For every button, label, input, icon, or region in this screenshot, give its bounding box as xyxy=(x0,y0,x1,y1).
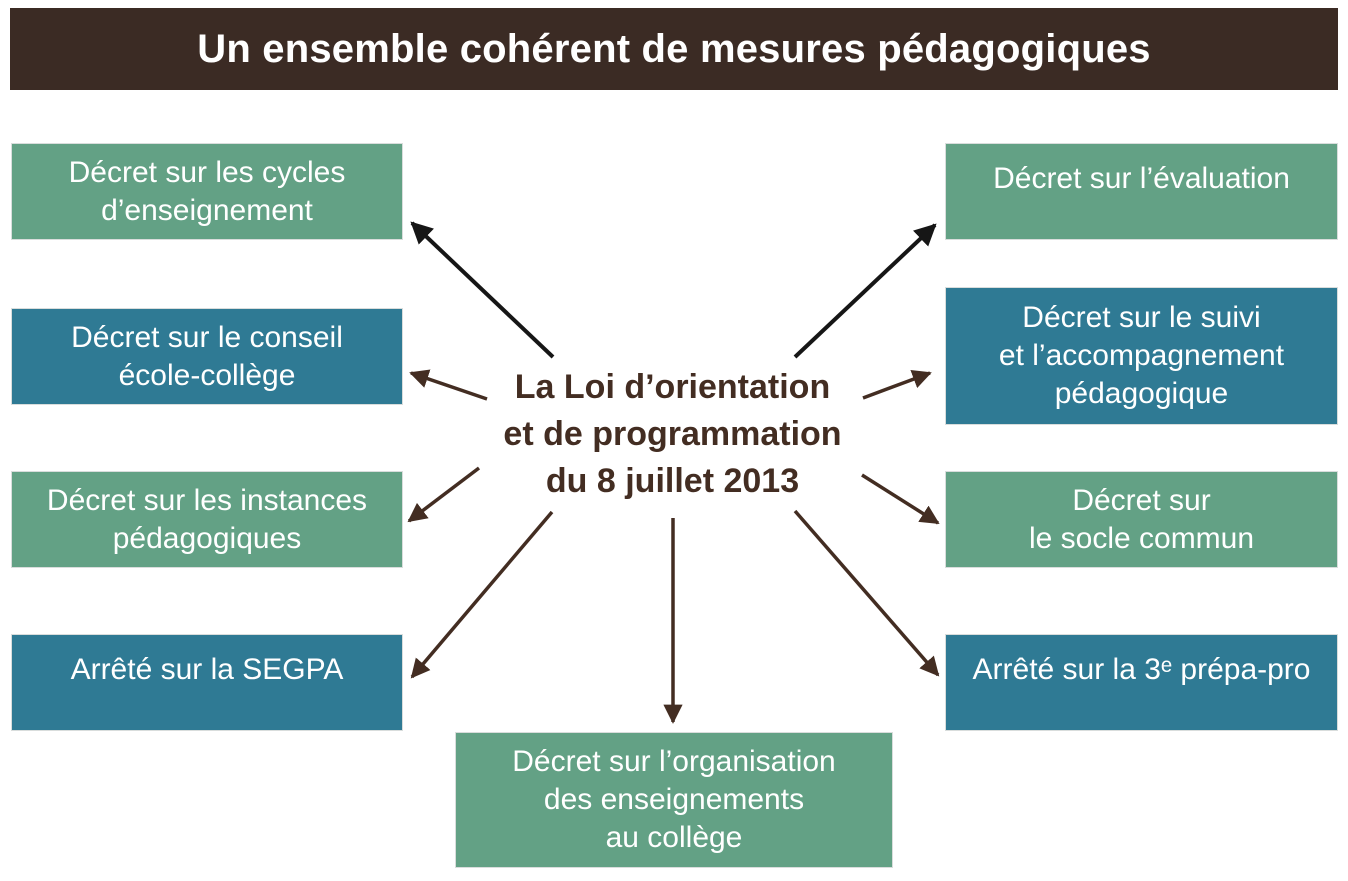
node-decret-instances-pedagogiques: Décret sur les instances pédagogiques xyxy=(11,471,403,568)
node-decret-cycles: Décret sur les cycles d’enseignement xyxy=(11,143,403,240)
node-decret-evaluation: Décret sur l’évaluation xyxy=(945,143,1338,240)
node-decret-conseil-ecole-college: Décret sur le conseil école-collège xyxy=(11,308,403,405)
arrow-to-conseil xyxy=(409,369,488,401)
arrow-to-evaluation xyxy=(793,223,937,359)
center-law-label: La Loi d’orientation et de programmation… xyxy=(503,368,842,500)
diagram-title: Un ensemble cohérent de mesures pédagogi… xyxy=(197,26,1151,71)
node-arrete-prepa-pro: Arrêté sur la 3ᵉ prépa-pro xyxy=(945,634,1338,731)
arrow-to-suivi xyxy=(862,370,932,400)
arrow-to-instances xyxy=(407,466,481,523)
arrow-to-cycles xyxy=(410,221,555,359)
node-decret-organisation-enseignements: Décret sur l’organisation des enseigneme… xyxy=(455,732,893,868)
arrow-to-segpa xyxy=(410,510,554,679)
node-arrete-segpa: Arrêté sur la SEGPA xyxy=(11,634,403,731)
node-decret-suivi-accompagnement: Décret sur le suivi et l’accompagnement … xyxy=(945,287,1338,425)
diagram-title-bar: Un ensemble cohérent de mesures pédagogi… xyxy=(10,8,1338,90)
arrow-to-socle xyxy=(861,473,940,525)
node-decret-socle-commun: Décret sur le socle commun xyxy=(945,471,1338,568)
arrow-to-prepa-pro xyxy=(793,509,940,677)
